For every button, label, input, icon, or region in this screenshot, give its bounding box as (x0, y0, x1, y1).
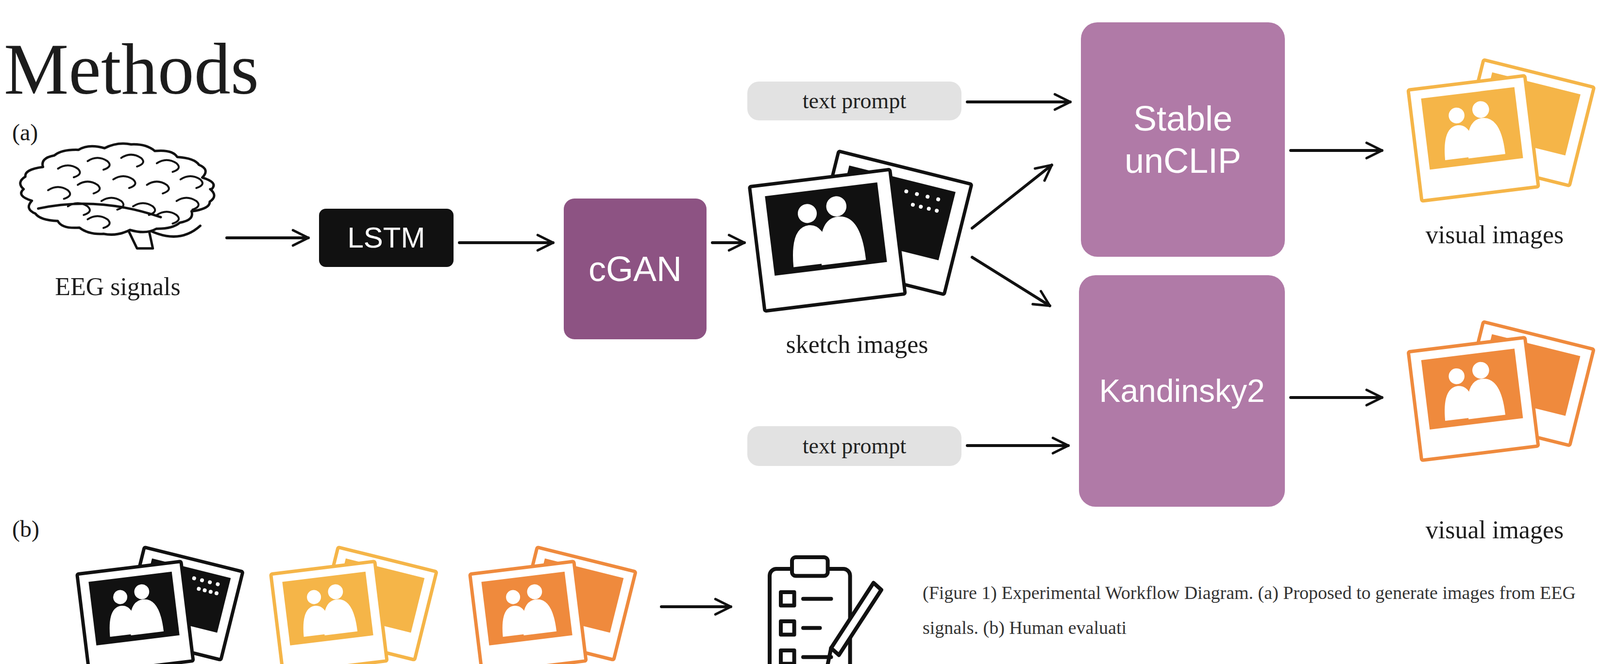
image-stack (1408, 321, 1594, 461)
box-label: Kandinsky2 (1098, 371, 1265, 411)
front-card (270, 561, 388, 664)
panel-label: (a) (12, 118, 38, 146)
front-card (77, 561, 194, 664)
flow-arrow (459, 241, 554, 245)
caption-label: visual images (1425, 219, 1565, 251)
image-stack (77, 547, 243, 664)
image-stack (470, 547, 636, 664)
flow-arrow (972, 257, 1050, 306)
people-icon (1438, 99, 1504, 161)
caption-label: EEG signals (54, 271, 181, 303)
figure-caption: (Figure 1) Experimental Workflow Diagram… (922, 575, 1593, 646)
process-box: Stable unCLIP (1080, 22, 1285, 257)
process-box: text prompt (747, 426, 962, 467)
image-stack (1408, 59, 1595, 202)
image-group: sketch images (747, 163, 967, 360)
people-icon (103, 582, 163, 638)
front-card (1408, 75, 1539, 202)
box-label: text prompt (802, 432, 907, 460)
flow-arrow (967, 444, 1069, 448)
clipboard-icon (769, 557, 882, 664)
image-stack (749, 151, 972, 311)
flow-arrow (972, 165, 1052, 229)
flow-arrow (226, 236, 309, 240)
flow-arrow (712, 241, 745, 245)
process-box: cGAN (563, 198, 707, 340)
panel-label: (b) (12, 515, 40, 543)
process-box: LSTM (319, 208, 454, 268)
front-card (470, 561, 587, 664)
caption-label: sketch images (785, 329, 928, 360)
caption-label: visual images (1425, 515, 1565, 546)
brain-illustration (20, 143, 215, 249)
people-icon (1438, 359, 1505, 422)
flow-arrow (1290, 149, 1382, 152)
process-box: text prompt (747, 81, 962, 121)
image-group: EEG signals (14, 141, 221, 303)
image-stack (270, 547, 437, 664)
front-card (1408, 337, 1539, 461)
box-label: LSTM (347, 220, 425, 256)
box-label: Stable unCLIP (1089, 97, 1277, 182)
flow-arrow (1290, 396, 1382, 400)
box-label: text prompt (802, 87, 907, 115)
process-box: Kandinsky2 (1078, 275, 1285, 507)
flow-arrow (967, 100, 1071, 104)
people-icon (785, 193, 865, 268)
box-label: cGAN (588, 248, 682, 290)
evaluation-arrow (661, 605, 731, 609)
people-icon (297, 582, 356, 638)
section-title: Methods (3, 29, 259, 110)
image-group: visual images (1392, 331, 1597, 546)
front-card (749, 169, 906, 312)
image-group: visual images (1392, 69, 1597, 251)
people-icon (496, 582, 556, 638)
